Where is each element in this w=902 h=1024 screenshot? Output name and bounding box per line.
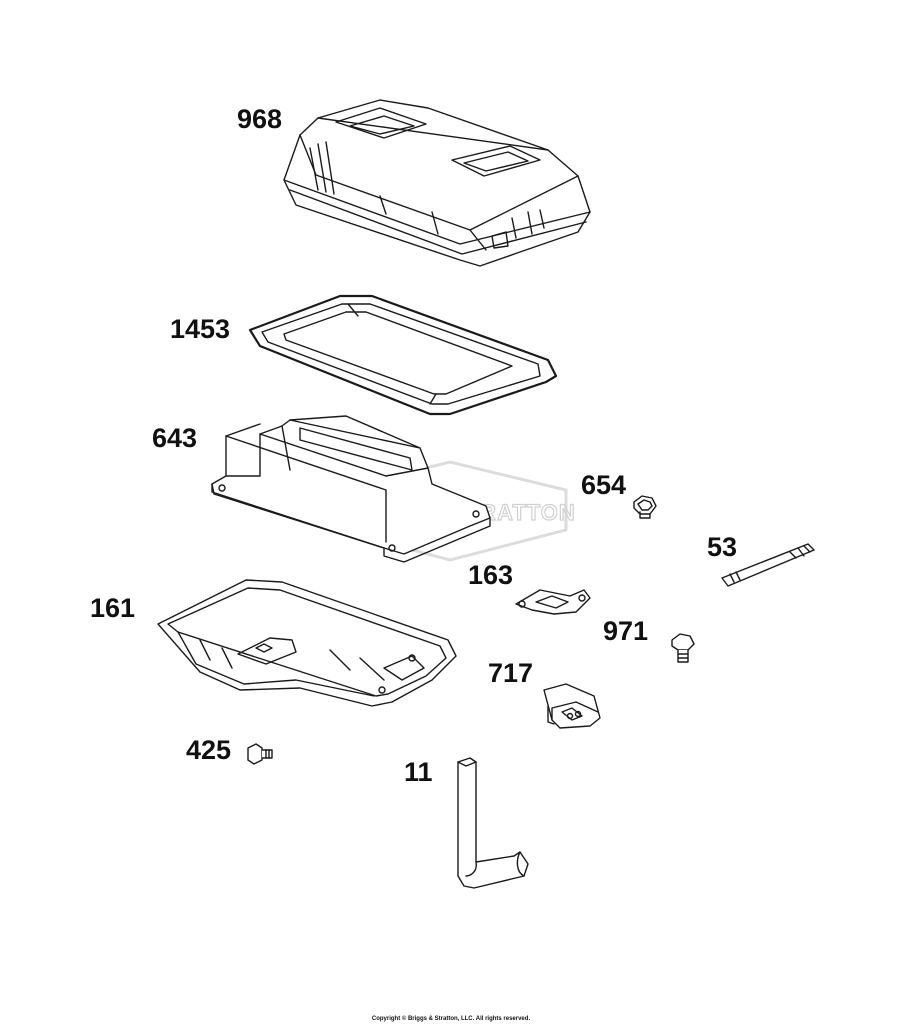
label-161: 161 [90,593,135,623]
part-643-base[interactable] [211,415,491,563]
part-labels: 968 1453 643 654 53 163 161 971 717 425 … [90,104,737,787]
copyright-notice: Copyright © Briggs & Stratton, LLC. All … [372,1015,531,1022]
label-968: 968 [237,104,282,134]
label-654: 654 [581,470,626,500]
part-163-gasket[interactable] [515,589,591,615]
part-717-bracket[interactable] [543,683,601,729]
part-425-screw[interactable] [247,743,273,765]
label-717: 717 [488,658,533,688]
part-654-nut[interactable] [633,495,657,519]
label-643: 643 [152,423,197,453]
part-968-cover[interactable] [283,99,591,267]
part-53-stud[interactable] [721,543,815,587]
label-425: 425 [186,735,231,765]
part-161-tray[interactable] [157,579,457,707]
label-53: 53 [707,532,737,562]
part-11-tube[interactable] [457,757,529,889]
label-163: 163 [468,560,513,590]
part-1453-gasket[interactable] [248,294,558,416]
part-971-bolt[interactable] [671,633,695,663]
label-1453: 1453 [170,314,230,344]
label-11: 11 [404,757,433,787]
label-971: 971 [603,616,648,646]
